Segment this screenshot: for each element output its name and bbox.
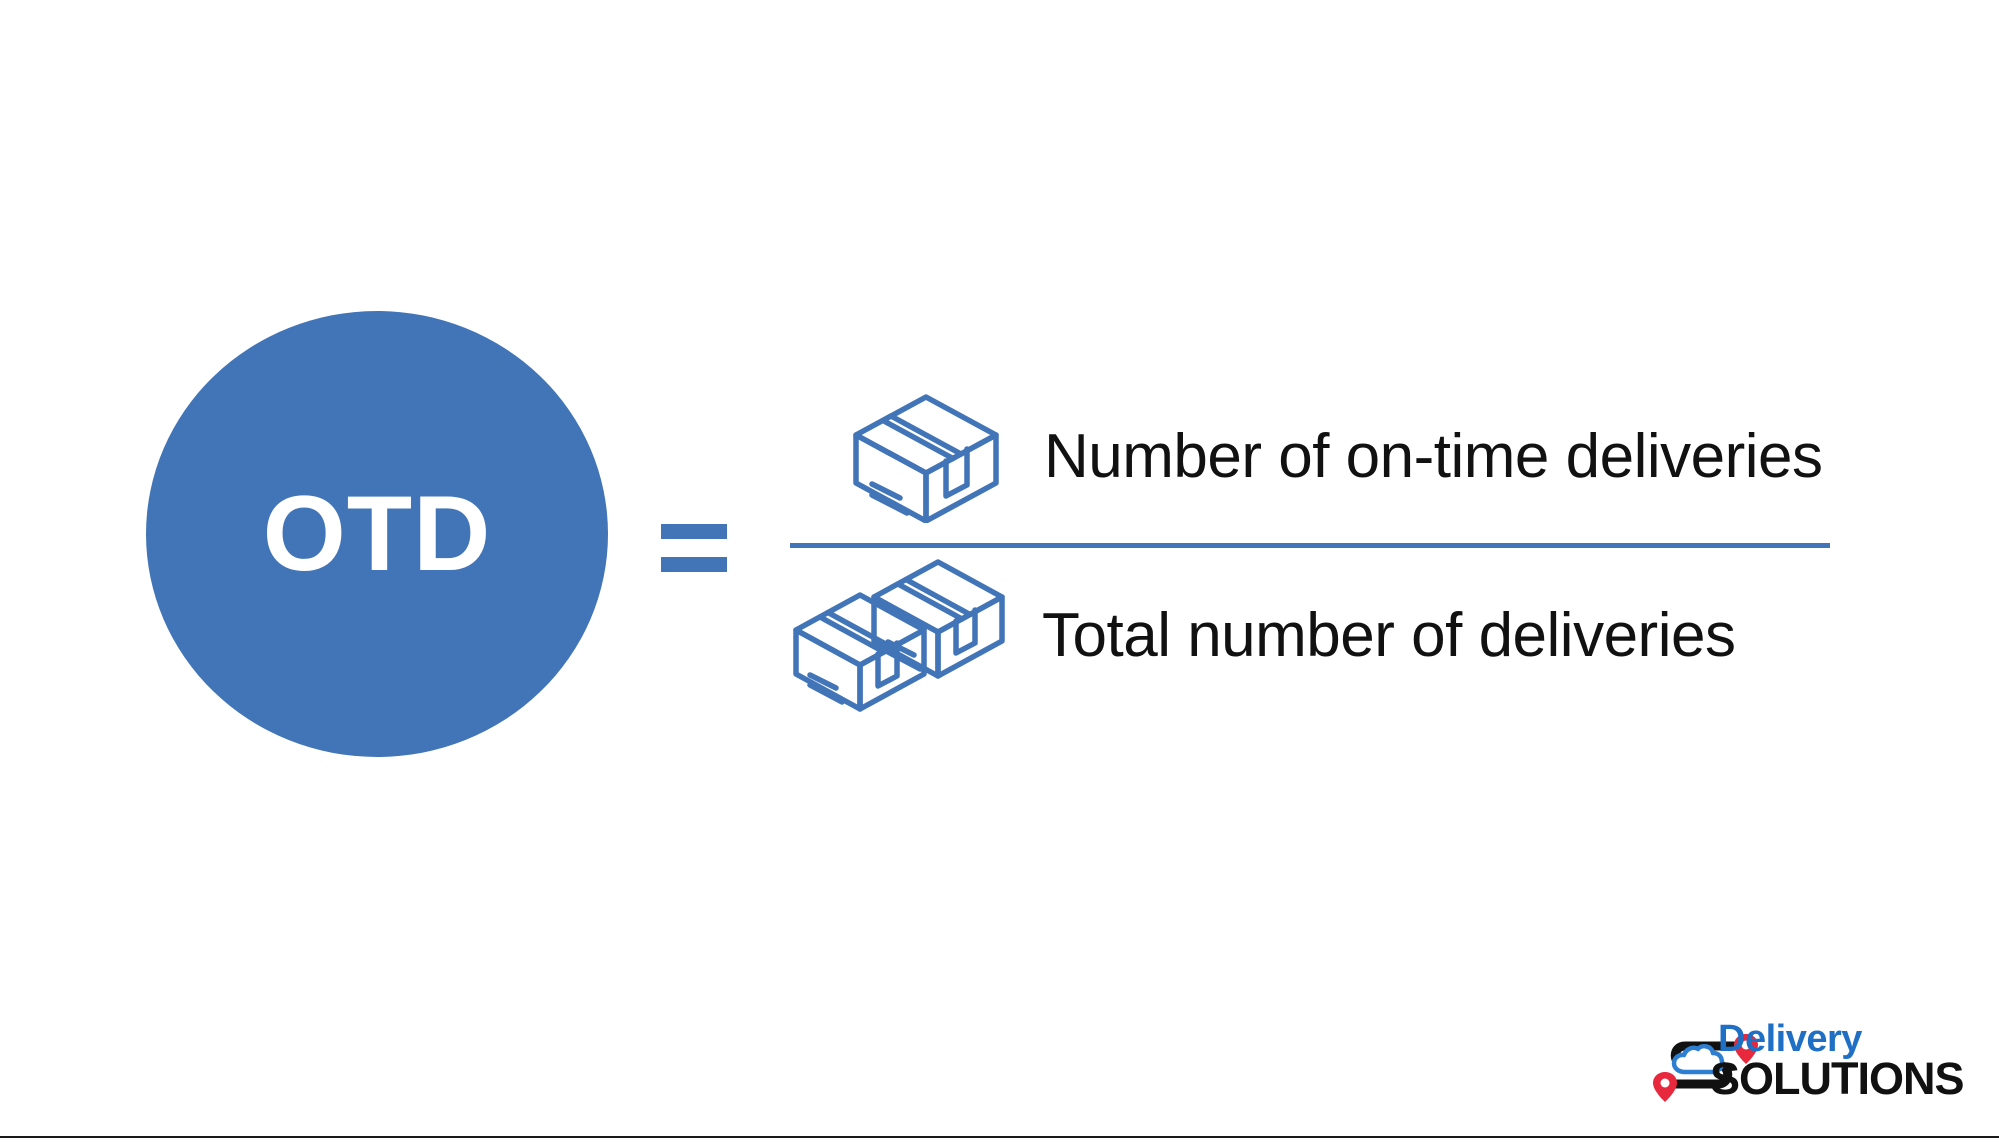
equals-sign-upper-bar: [661, 524, 727, 539]
logo-wordmark: Delivery SOLUTIONS: [1710, 1018, 1965, 1104]
fraction-denominator: Total number of deliveries: [790, 556, 1830, 716]
fraction-divider-bar: [790, 543, 1830, 548]
bottom-divider-rule: [0, 1136, 1999, 1138]
front-box: [793, 592, 927, 712]
brand-logo[interactable]: Delivery SOLUTIONS: [1652, 1020, 1965, 1107]
logo-text-delivery: Delivery: [1718, 1018, 1862, 1060]
map-pin-icon-bottom: [1653, 1072, 1677, 1102]
denominator-text: Total number of deliveries: [1042, 601, 1736, 670]
cloud-icon: [1671, 1043, 1725, 1075]
equals-sign-lower-bar: [661, 557, 727, 572]
delivery-route-cloud-pins-logo-mark: [1653, 1034, 1758, 1102]
otd-badge-circle: OTD: [146, 311, 608, 757]
formula-fraction: Number of on-time deliveries: [790, 360, 1830, 720]
numerator-text: Number of on-time deliveries: [1044, 422, 1823, 491]
map-pin-icon-top: [1734, 1034, 1758, 1064]
otd-abbreviation-label: OTD: [262, 472, 492, 593]
single-package-box-icon: [853, 394, 999, 523]
logo-text-solutions: SOLUTIONS: [1710, 1053, 1965, 1104]
back-box: [871, 559, 1005, 679]
two-package-boxes-icon: [793, 559, 1005, 712]
fraction-numerator: Number of on-time deliveries: [790, 382, 1830, 532]
equals-sign-icon: [661, 524, 727, 572]
